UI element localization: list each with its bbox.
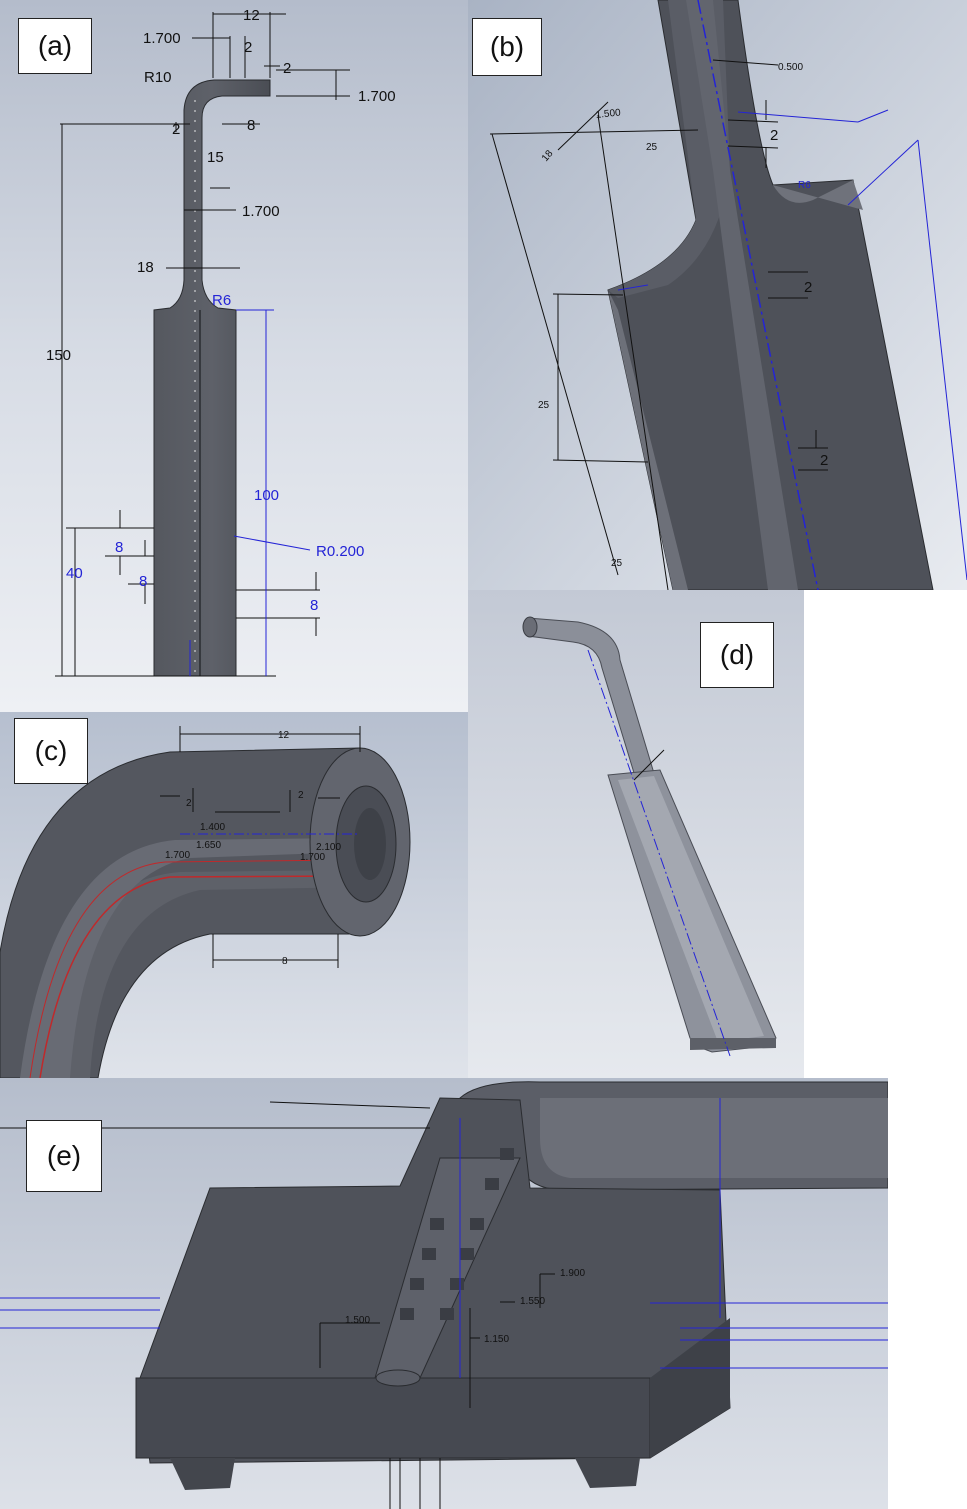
dim-2-small: 2 [172, 121, 180, 138]
dim-2-right: 2 [298, 790, 304, 801]
dim-1150: 1.150 [484, 1334, 509, 1345]
dim-2-top: 2 [770, 127, 778, 144]
dim-2-top: 2 [244, 39, 252, 56]
dim-1550: 1.550 [520, 1296, 545, 1307]
panel-d-drawing [468, 590, 804, 1078]
dim-18: 18 [137, 259, 154, 276]
dim-r0200: R0.200 [316, 543, 364, 560]
dim-r6: R6 [798, 180, 811, 191]
part-profile [153, 79, 271, 677]
dim-0500: 0.500 [778, 62, 803, 73]
dim-1700-mid: 1.700 [242, 203, 280, 220]
dim-150: 150 [46, 347, 71, 364]
panel-d: (d) [468, 590, 804, 1078]
panel-a-label: (a) [18, 18, 92, 74]
dim-40: 40 [66, 565, 83, 582]
panel-e: 1.900 1.550 1.500 1.150 (e) [0, 1078, 888, 1509]
dim-12: 12 [243, 7, 260, 24]
panel-e-drawing: 1.900 1.550 1.500 1.150 [0, 1078, 888, 1509]
panel-e-label: (e) [26, 1120, 102, 1192]
dim-25-top: 25 [646, 142, 658, 153]
dim-8-b: 8 [139, 573, 147, 590]
panel-d-label: (d) [700, 622, 774, 688]
dim-2-right: 2 [283, 60, 291, 77]
dim-2-left: 2 [186, 798, 192, 809]
dim-2100: 2.100 [316, 842, 341, 853]
panel-a: 12 1.700 2 2 R10 1.700 2 8 15 1.700 18 R… [0, 0, 468, 712]
dim-15: 15 [207, 149, 224, 166]
dim-1700-left: 1.700 [165, 850, 190, 861]
dim-25-bottom: 25 [611, 558, 623, 569]
dim-8-top: 8 [247, 117, 255, 134]
dim-1650: 1.650 [196, 840, 221, 851]
panel-b-drawing: 0.500 1.500 18 25 2 R6 2 25 2 25 [468, 0, 967, 590]
dim-2-mid: 2 [804, 279, 812, 296]
dim-8-c: 8 [310, 597, 318, 614]
panel-b-label: (b) [472, 18, 542, 76]
dim-1900: 1.900 [560, 1268, 585, 1279]
dim-12: 12 [278, 730, 290, 741]
dim-1500: 1.500 [345, 1315, 370, 1326]
dim-2-low: 2 [820, 452, 828, 469]
panel-b: 0.500 1.500 18 25 2 R6 2 25 2 25 (b) [468, 0, 967, 590]
dim-r6: R6 [212, 292, 231, 309]
dim-100: 100 [254, 487, 279, 504]
dim-1700-top: 1.700 [143, 30, 181, 47]
panel-a-drawing: 12 1.700 2 2 R10 1.700 2 8 15 1.700 18 R… [0, 0, 468, 712]
panel-c: 12 2 2 1.400 1.650 1.700 1.700 2.100 8 (… [0, 712, 468, 1078]
dim-25-mid: 25 [538, 400, 550, 411]
dim-1400: 1.400 [200, 822, 225, 833]
panel-c-label: (c) [14, 718, 88, 784]
dim-1700-right: 1.700 [358, 88, 396, 105]
dim-1700-right: 1.700 [300, 852, 325, 863]
dim-8-a: 8 [115, 539, 123, 556]
dim-8: 8 [282, 956, 288, 967]
dim-1500: 1.500 [595, 107, 621, 121]
dim-r10: R10 [144, 69, 172, 86]
